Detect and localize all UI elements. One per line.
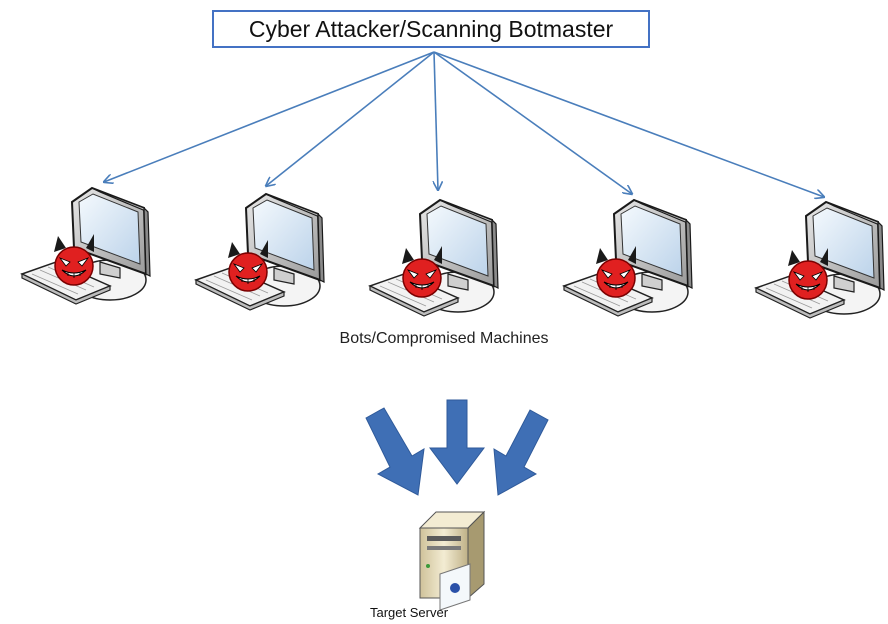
bots-caption: Bots/Compromised Machines [339,330,549,347]
connector-lines [104,51,824,197]
block-arrow-left [365,407,425,496]
botmaster-label: Cyber Attacker/Scanning Botmaster [248,15,614,42]
attack-arrows [365,399,549,496]
connector-bot-4 [433,51,632,194]
bot-computer-2 [195,193,325,311]
connector-bot-1 [104,51,435,182]
bot-computer-5 [755,201,885,319]
block-arrow-right [493,409,549,496]
server-caption: Target Server [370,605,449,620]
connector-bot-2 [266,51,435,186]
bot-computer-4 [563,199,693,317]
bot-computer-1 [21,187,151,305]
connector-bot-3 [434,51,438,190]
bot-computer-3 [369,199,499,317]
server-icon [418,510,486,611]
botmaster-box: Cyber Attacker/Scanning Botmaster [212,10,650,48]
block-arrow-center [429,399,485,485]
connector-bot-5 [433,51,824,197]
